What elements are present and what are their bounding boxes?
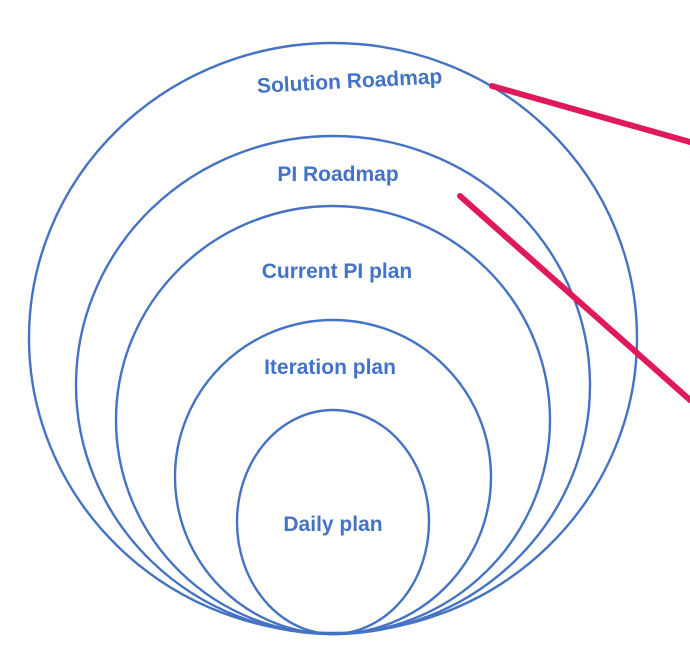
- label-current-pi-plan: Current PI plan: [262, 260, 413, 283]
- ring-daily-plan: [235, 408, 431, 636]
- pointer-line-pi-roadmap: [457, 193, 690, 403]
- label-pi-roadmap: PI Roadmap: [277, 163, 398, 186]
- label-daily-plan: Daily plan: [283, 513, 382, 536]
- ring-solution-roadmap: [27, 41, 639, 635]
- label-iteration-plan: Iteration plan: [264, 356, 396, 379]
- label-solution-roadmap: Solution Roadmap: [256, 65, 442, 98]
- ring-pi-roadmap: [74, 134, 592, 636]
- pointer-line-solution-roadmap: [489, 83, 690, 145]
